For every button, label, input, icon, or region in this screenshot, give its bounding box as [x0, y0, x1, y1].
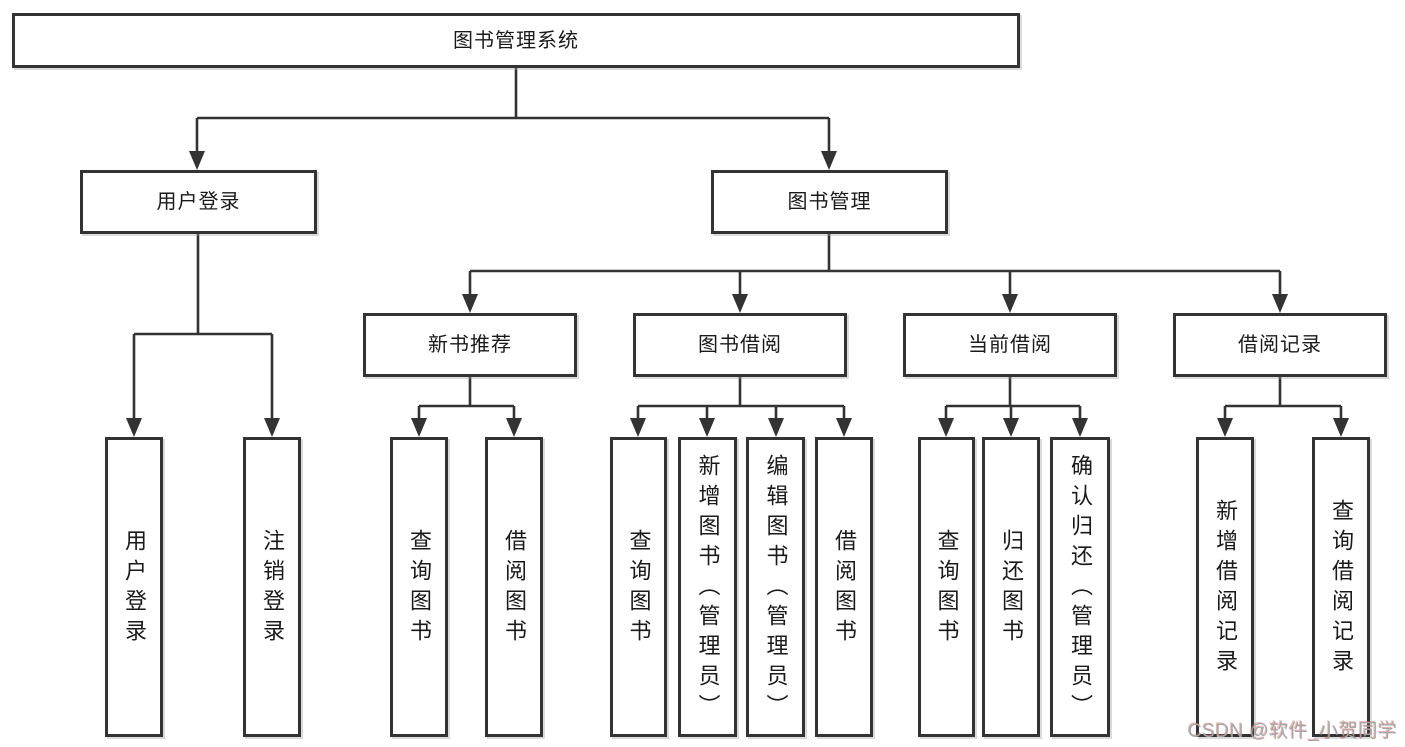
leaf-query-books-current: 查询图书 [918, 437, 975, 737]
leaf-confirm-return-admin: 确认归还（管理员） [1050, 437, 1110, 737]
leaf-query-books-recommend: 查询图书 [390, 437, 448, 737]
leaf-add-books-admin: 新增图书（管理员） [678, 437, 737, 737]
node-borrow-record: 借阅记录 [1173, 313, 1387, 377]
csdn-watermark: CSDN @软件_小贺同学 [1188, 721, 1398, 742]
leaf-logout-login: 注销登录 [243, 437, 301, 737]
node-book-borrow: 图书借阅 [633, 313, 847, 377]
node-library-management-system: 图书管理系统 [12, 13, 1020, 68]
leaf-borrow-books: 借阅图书 [815, 437, 873, 737]
node-current-borrow: 当前借阅 [903, 313, 1117, 377]
leaf-query-books-borrow: 查询图书 [610, 437, 667, 737]
leaf-user-login: 用户登录 [105, 437, 163, 737]
leaf-edit-books-admin: 编辑图书（管理员） [746, 437, 805, 737]
leaf-return-books: 归还图书 [982, 437, 1040, 737]
node-new-book-recommend: 新书推荐 [363, 313, 577, 377]
node-book-management: 图书管理 [711, 170, 948, 234]
node-user-login: 用户登录 [80, 170, 317, 234]
leaf-add-borrow-record: 新增借阅记录 [1196, 437, 1254, 737]
leaf-query-borrow-record: 查询借阅记录 [1312, 437, 1370, 737]
leaf-borrow-books-recommend: 借阅图书 [485, 437, 543, 737]
